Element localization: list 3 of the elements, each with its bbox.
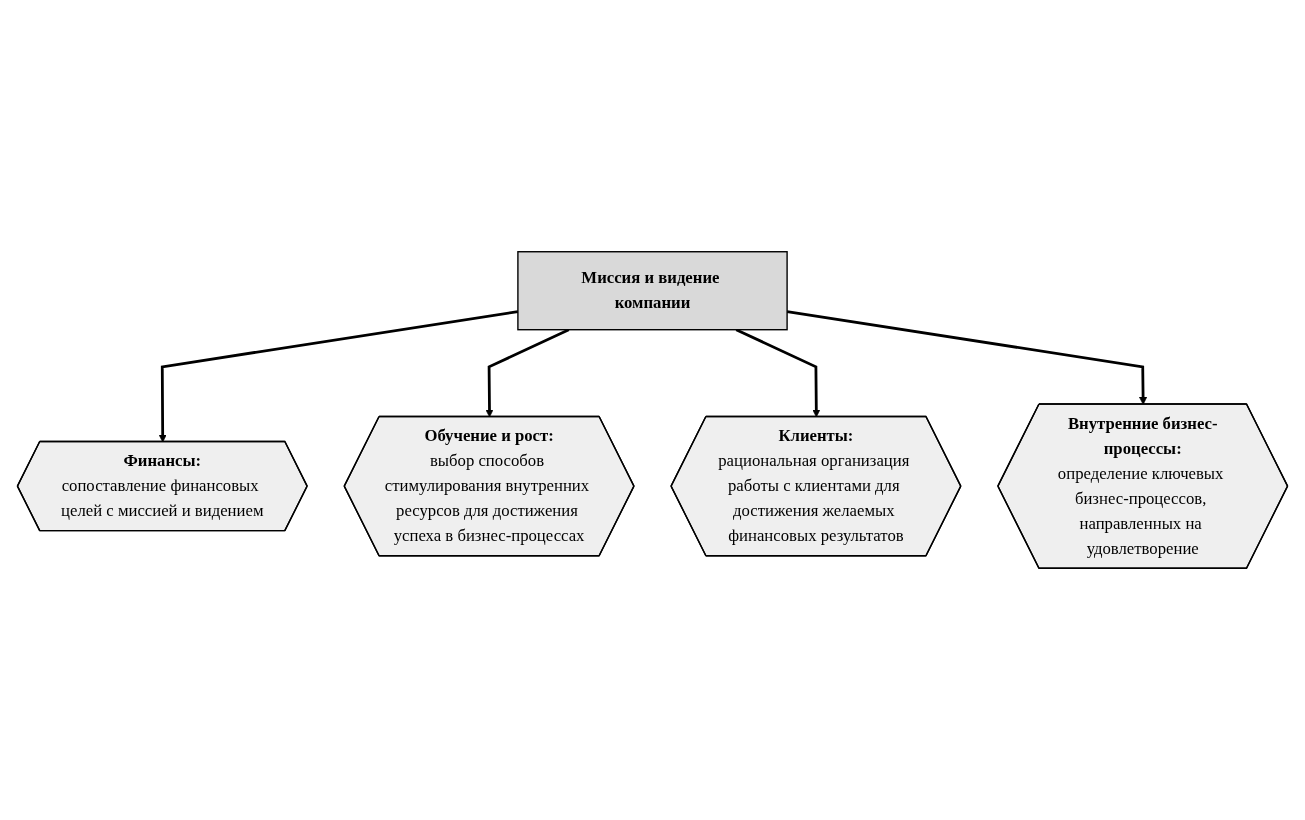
arrow [735,328,821,418]
node-box: Миссия и видение компании [517,251,788,331]
arrow [485,328,570,418]
